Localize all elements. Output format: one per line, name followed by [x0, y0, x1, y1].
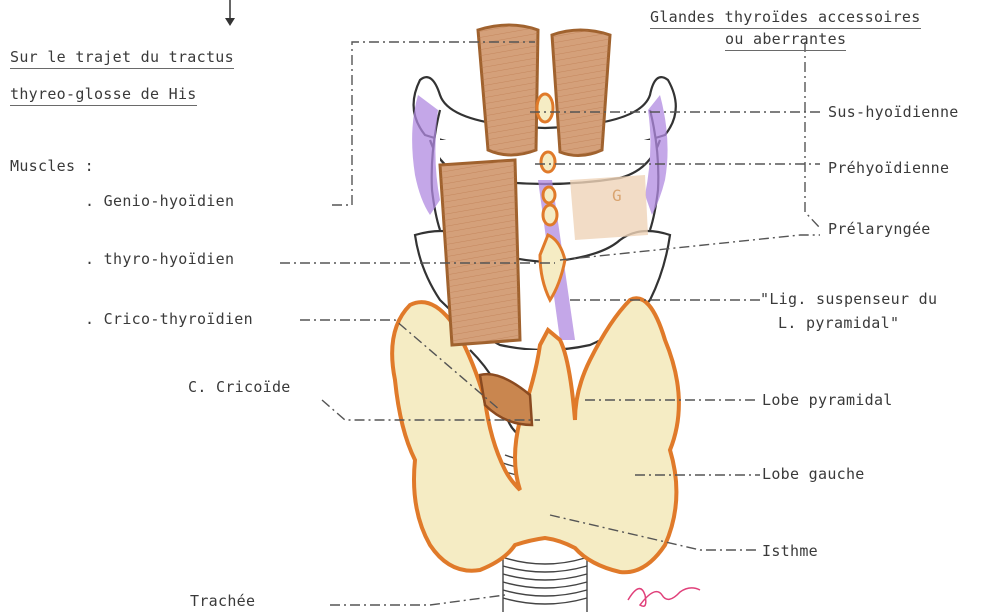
label-sus-hyoidienne: Sus-hyoïdienne	[828, 103, 959, 121]
genio-hyoid-muscle-right-hatch	[552, 30, 610, 156]
right-heading-line2: ou aberrantes	[725, 30, 846, 51]
label-prelaryngee: Prélaryngée	[828, 220, 931, 238]
thyro-hyoid-muscle-hatch	[440, 160, 520, 345]
label-thyro-hyoidien: . thyro-hyoïdien	[85, 250, 234, 268]
label-lobe-pyramidal: Lobe pyramidal	[762, 391, 893, 409]
top-arrow-head	[225, 18, 235, 26]
mark-g: G	[612, 186, 622, 205]
right-heading-line1: Glandes thyroïdes accessoires	[650, 8, 921, 29]
label-cricoide: C. Cricoïde	[188, 378, 291, 396]
label-crico-thyroidien: . Crico-thyroïdien	[85, 310, 253, 328]
label-lig-suspenseur-line2: L. pyramidal"	[778, 314, 899, 332]
label-trachee: Trachée	[190, 592, 255, 610]
label-lobe-gauche: Lobe gauche	[762, 465, 865, 483]
left-heading-line1: Sur le trajet du tractus	[10, 48, 234, 69]
signature	[628, 588, 700, 606]
label-genio-hyoidien: . Genio-hyoïdien	[85, 192, 234, 210]
label-lig-suspenseur-line1: "Lig. suspenseur du	[760, 290, 937, 308]
left-heading-line2: thyreo-glosse de His	[10, 85, 197, 106]
genio-hyoid-muscle-left-hatch	[478, 25, 538, 155]
label-prehyoidienne: Préhyoïdienne	[828, 159, 949, 177]
muscles-label: Muscles :	[10, 157, 94, 175]
label-isthme: Isthme	[762, 542, 818, 560]
right-muscle-g	[570, 175, 648, 240]
